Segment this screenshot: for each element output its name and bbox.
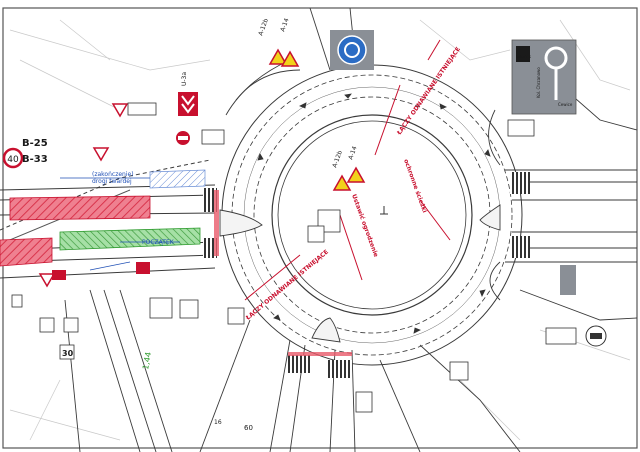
sign-a14-label: A-14: [279, 17, 290, 33]
sign-a12b-label: A-12b: [257, 18, 270, 37]
ring-lane-arrows: [257, 93, 491, 334]
pedestrian-crossing-icon: [545, 265, 607, 347]
panel-right-top: Gdańsk: [516, 54, 532, 59]
green-hatched-path: [59, 227, 201, 251]
panel-right-mid: Kol. Chrzanowo: [536, 67, 541, 98]
chevron-board-icon: [52, 92, 198, 280]
speed-limit-sign-icon: 40: [2, 147, 24, 169]
dim-30: 30: [62, 349, 74, 358]
warning-triangle-icon: [268, 48, 366, 191]
roundabout-sign-icon: [330, 30, 374, 70]
sign-u3a-label: U-3a: [181, 72, 188, 86]
blue-annotation-lines: [60, 177, 180, 271]
sign-a14-center-label: A-14: [347, 145, 358, 161]
north-arrow-icon: [380, 206, 388, 215]
sheet-border: [2, 7, 638, 449]
blue-hatched-strip: [149, 169, 206, 189]
blue-note-left: (zakończenie): [92, 171, 134, 178]
south-approach-road: [199, 319, 521, 452]
blue-note-left-2: drogi twardej: [92, 178, 132, 185]
splitter-island-south: [311, 317, 341, 343]
green-note: 1,44: [141, 351, 153, 370]
panel-right-bot: Cewice: [558, 102, 573, 107]
sign-b25-label: B-25: [22, 138, 48, 149]
crossing-east-2: [510, 236, 530, 258]
dim-16: 16: [214, 419, 222, 426]
crossing-west-1: [203, 188, 217, 212]
crossing-east-1: [510, 172, 530, 194]
red-crossing-west: [214, 190, 219, 256]
direction-panel-icon: [511, 39, 577, 115]
yield-sign-icon: [38, 103, 129, 288]
sign-a12b-center-label: A-12b: [331, 150, 344, 169]
red-note-center-1: Ustawić ogrodzenie: [350, 193, 379, 258]
red-island-west-upper: [9, 195, 151, 221]
southwest-road: [64, 289, 173, 452]
keep-right-sign-icon: [11, 102, 535, 413]
red-island-west-lower: [0, 237, 53, 267]
sign-b33-label: B-33: [22, 154, 48, 165]
speed-limit-value: 40: [7, 155, 19, 165]
no-entry-sign-icon: [176, 131, 190, 145]
red-annotation-lines: [244, 39, 451, 301]
dim-60: 60: [244, 424, 253, 432]
red-crossing-south: [288, 352, 352, 356]
crossing-south-1: [288, 355, 312, 373]
splitter-island-west: [219, 209, 263, 237]
crossing-west-2: [203, 238, 217, 258]
splitter-island-east: [479, 204, 501, 231]
blue-note-mid: POCZĄTEK: [142, 239, 175, 246]
red-note-sw: ŁĄCZY ODNAWIANE ISTNIEJĄCE: [244, 249, 330, 323]
crossing-south-2: [328, 360, 352, 378]
roundabout: [221, 64, 523, 366]
red-note-center-2: ochronne ścieżki: [402, 158, 428, 214]
